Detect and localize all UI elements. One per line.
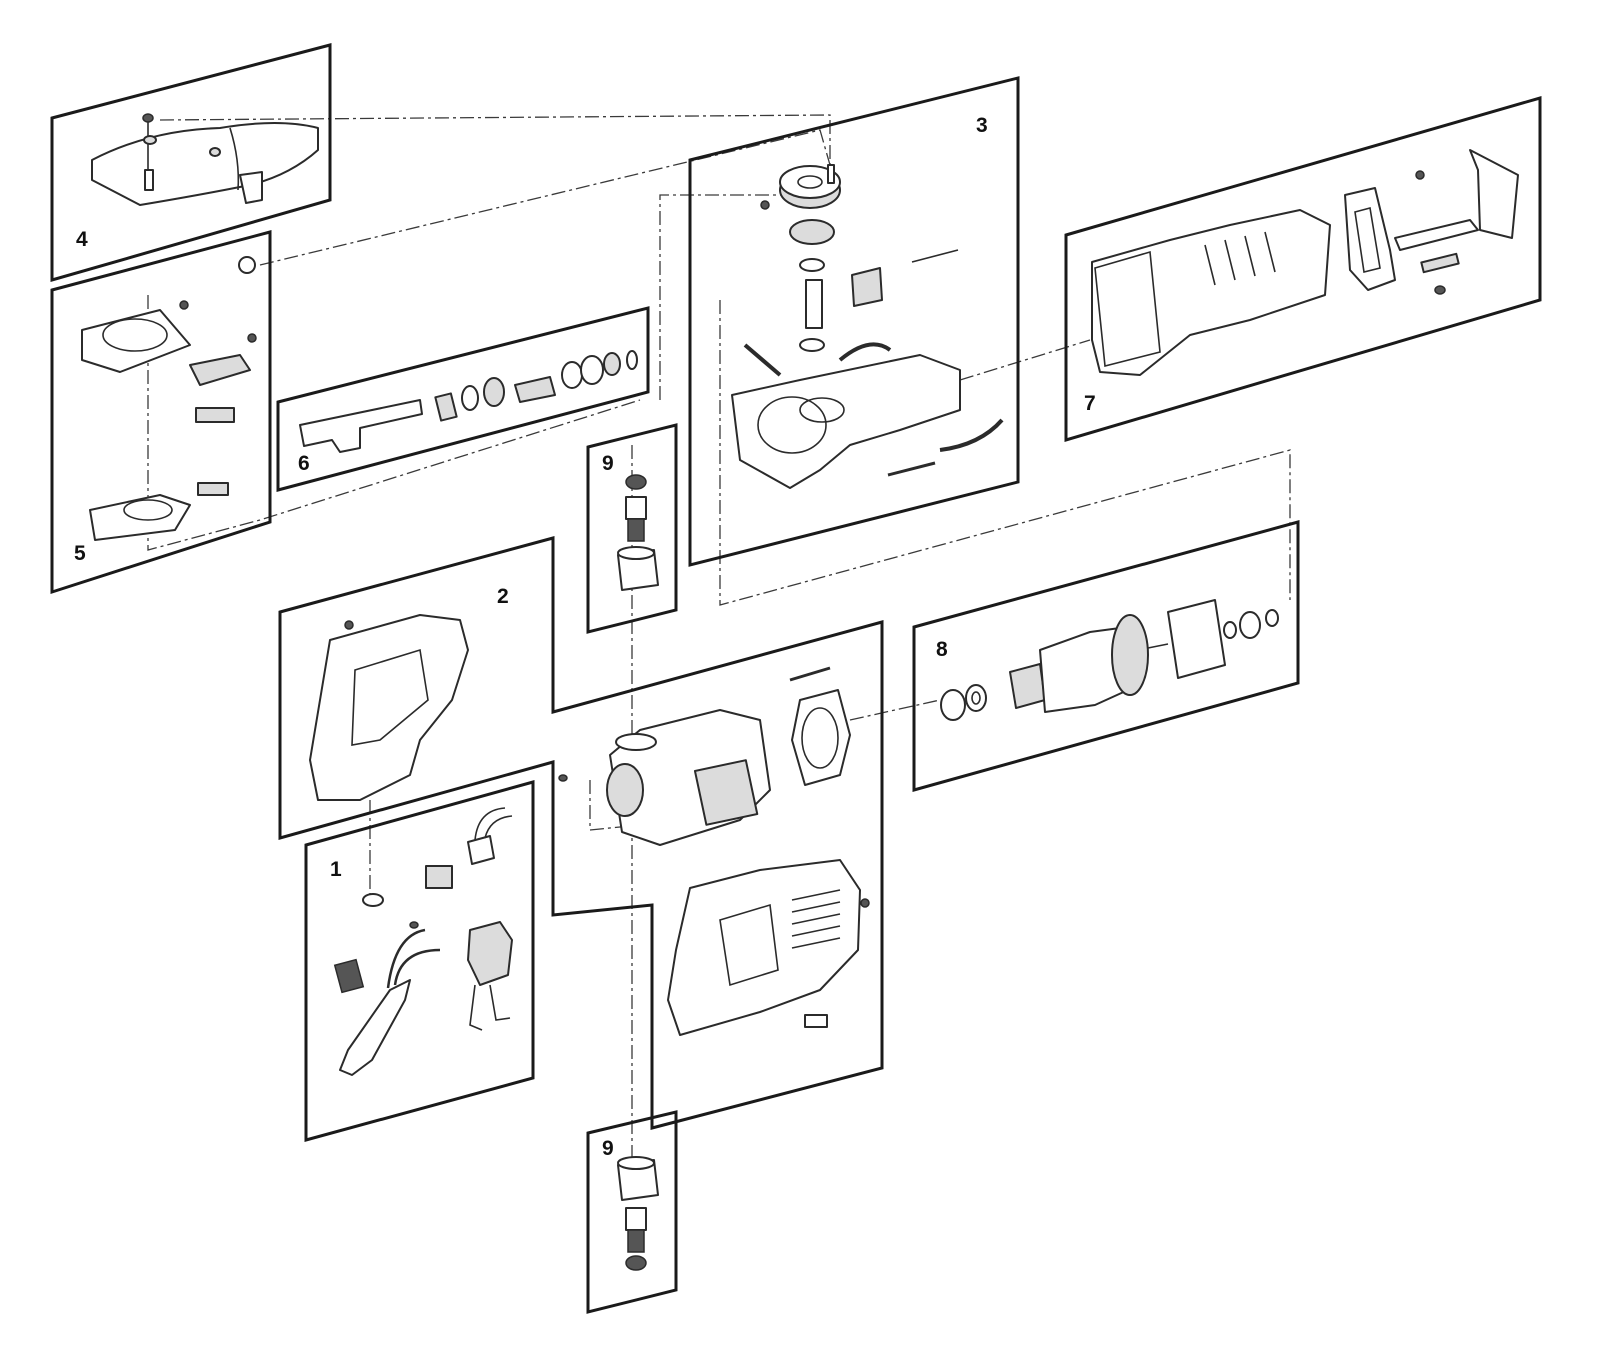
panel-4-top-cover: 4 — [50, 43, 332, 282]
callout-2: 2 — [497, 585, 509, 608]
bushing-icon — [238, 256, 256, 274]
suppressor-capacitor — [467, 835, 495, 865]
screw-icon — [344, 620, 354, 630]
nose-housing — [1091, 209, 1331, 376]
top-cover — [91, 122, 319, 206]
bearing-icon — [514, 376, 556, 403]
callout-7: 7 — [1084, 392, 1096, 415]
panel-7-nose-clamp: 7 — [1064, 96, 1542, 443]
callout-6: 6 — [298, 452, 310, 475]
callout-5: 5 — [74, 542, 86, 565]
handle-housing-half — [309, 614, 469, 801]
fan-icon — [1111, 614, 1149, 696]
gear-housing — [731, 354, 961, 489]
panel-6-plunger: 6 — [276, 306, 650, 492]
screw-icon — [179, 300, 189, 310]
bearing-plate — [1167, 599, 1226, 679]
panel-8-armature: 8 — [912, 520, 1300, 792]
ferrite-core — [333, 958, 365, 994]
callout-1: 1 — [330, 858, 342, 881]
plunger-rod — [299, 399, 423, 453]
panel-3-gear-housing: 3 — [688, 76, 1020, 567]
screw-icon — [1415, 170, 1425, 180]
power-cord — [339, 979, 411, 1076]
handle-housing-half — [667, 859, 861, 1036]
callout-4: 4 — [76, 228, 88, 251]
blade-clamp — [1394, 219, 1479, 251]
panel-9-bottom-brush-holder: 9 — [586, 1110, 678, 1314]
shoe-pad — [89, 494, 191, 541]
baffle-ring — [791, 689, 851, 786]
terminal-block — [425, 865, 453, 889]
panel-9-top-brush-holder: 9 — [586, 423, 678, 634]
screw-icon — [760, 200, 770, 210]
callout-9-top: 9 — [602, 452, 614, 475]
callout-3: 3 — [976, 114, 988, 137]
screw-icon — [142, 113, 154, 123]
screw-icon — [409, 921, 419, 929]
commutator — [1009, 663, 1046, 709]
screw-icon — [247, 333, 257, 343]
screw-icon — [860, 898, 870, 908]
panel-2-motor-housing: 2 — [278, 536, 884, 1130]
screw-icon — [1434, 285, 1446, 295]
callout-9-bottom: 9 — [602, 1137, 614, 1160]
rubber-boot — [1344, 187, 1396, 291]
panel-5-shoe-plate: 5 — [50, 230, 272, 595]
panel-1-switch-wiring: 1 — [304, 780, 535, 1142]
trigger-switch — [467, 921, 513, 986]
callout-8: 8 — [936, 638, 948, 661]
